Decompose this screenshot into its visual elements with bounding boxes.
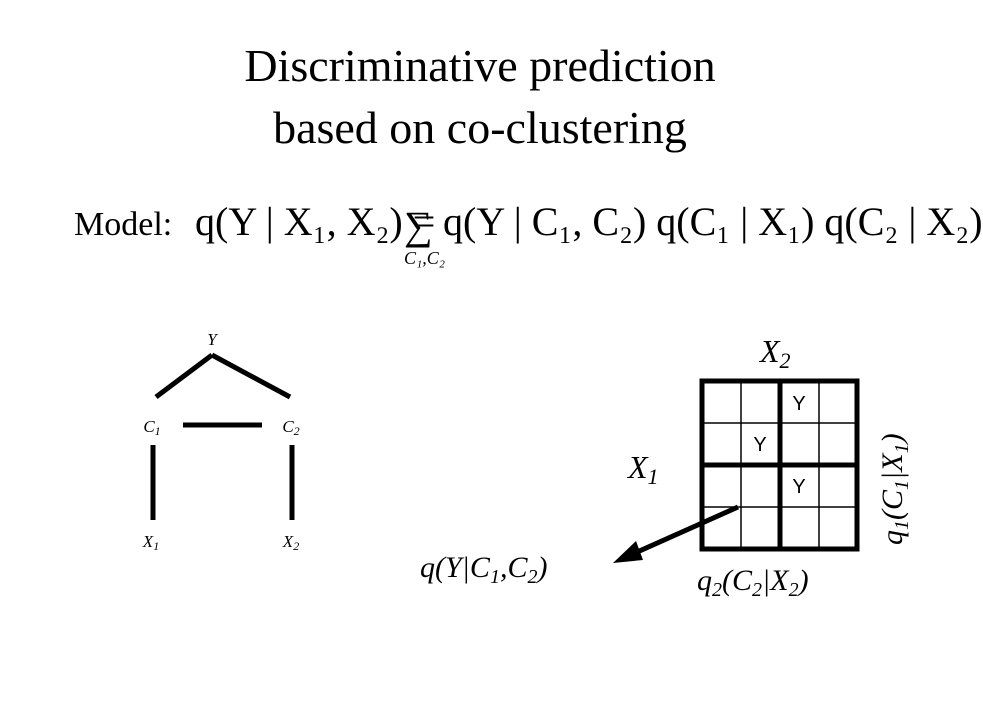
arrow-head <box>613 541 643 563</box>
title-line-1: Discriminative prediction <box>244 40 716 91</box>
node-x2-label: X2 <box>282 532 299 553</box>
sum-symbol: ∑ <box>404 203 433 248</box>
node-c2-label: C2 <box>282 417 299 438</box>
edge-y-c2 <box>210 352 292 400</box>
cell-y-label: Y <box>792 476 805 498</box>
node-y-label: Y <box>207 330 218 349</box>
diagram-canvas: Y C1 C2 X1 X2 X2 X1 Y Y Y q1(C1|X1) q2(C… <box>142 330 913 601</box>
title-line-2: based on co-clustering <box>273 102 687 153</box>
edge-y-c1 <box>154 353 214 399</box>
node-x1-label: X1 <box>142 532 159 553</box>
cell-y-label: Y <box>753 434 766 456</box>
model-formula-lhs: q(Y | X₁, X₂) = <box>195 199 436 244</box>
arrow-label: q(Y|C1,C2) <box>420 551 547 588</box>
grid-border <box>699 378 860 552</box>
co-cluster-grid: X2 X1 Y Y Y q1(C1|X1) q2(C2|X2) q(Y|C1,C… <box>420 333 913 601</box>
cell-y-label: Y <box>792 393 805 415</box>
network-graph: Y C1 C2 X1 X2 <box>142 330 300 553</box>
model-label: Model: <box>74 206 173 243</box>
node-c1-label: C1 <box>143 417 160 438</box>
grid-col-label: X2 <box>758 333 791 373</box>
arrow-shaft <box>633 504 740 556</box>
grid-row-label: X1 <box>626 449 659 489</box>
model-formula-rhs: q(Y | C₁, C₂) q(C₁ | X₁) q(C₂ | X₂) <box>443 199 983 244</box>
col-marginal-label: q2(C2|X2) <box>697 564 809 601</box>
sum-index: C₁,C₂ <box>404 248 446 268</box>
row-marginal-label: q1(C1|X1) <box>876 433 913 545</box>
